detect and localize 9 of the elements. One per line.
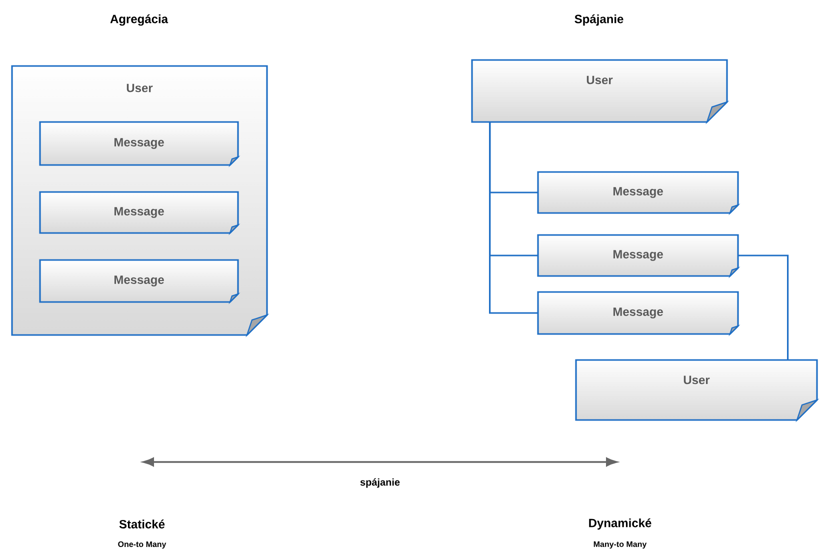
heading: Dynamické <box>589 518 652 530</box>
caption: Many-to Many <box>594 541 647 549</box>
heading: Agregácia <box>110 14 168 26</box>
arrow-label: spájanie <box>360 478 400 488</box>
caption: One-to Many <box>118 541 166 549</box>
heading: Statické <box>119 520 165 528</box>
heading: Spájanie <box>574 14 624 26</box>
connector-line <box>738 254 789 360</box>
connector-line <box>489 122 538 314</box>
